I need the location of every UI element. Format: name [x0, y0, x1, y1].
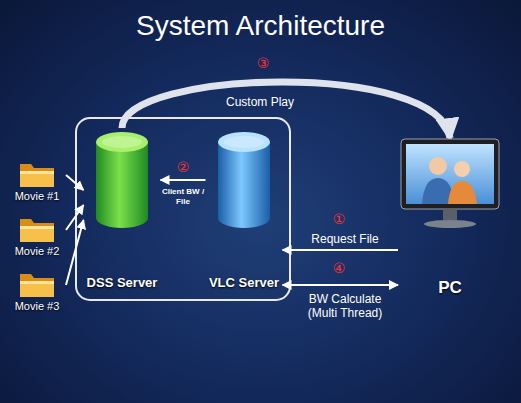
monitor-icon — [400, 138, 500, 230]
callout-number: ① — [328, 212, 350, 226]
callout-number: ② — [172, 160, 194, 174]
cylinder-top — [96, 132, 148, 152]
flow-arrow — [283, 249, 399, 251]
folder-icon — [19, 270, 55, 298]
flow-arrow — [66, 220, 84, 285]
node-label: Movie #1 — [15, 190, 60, 202]
node-label: Movie #3 — [15, 300, 60, 312]
movie-folder: Movie #3 — [8, 270, 66, 312]
node-label: DSS Server — [87, 275, 158, 290]
monitor-base — [424, 220, 476, 228]
person-body — [448, 181, 477, 204]
folder-icon — [19, 160, 55, 188]
cylinder-body — [218, 142, 270, 228]
monitor-screen — [406, 144, 494, 204]
flow-arrow — [283, 284, 399, 286]
flow-arrow — [66, 175, 84, 190]
callout-number: ④ — [328, 261, 350, 275]
folder-front — [20, 171, 54, 187]
cylinder-shine — [224, 136, 264, 148]
movie-folder: Movie #2 — [8, 215, 66, 257]
edge-label: Request File — [298, 232, 392, 246]
node-label: PC — [438, 278, 462, 298]
folder-back — [20, 164, 54, 187]
folder-front — [20, 281, 54, 297]
pc-client: PC — [398, 138, 502, 298]
flow-arrow — [161, 179, 206, 181]
edge-label: Custom Play — [210, 95, 310, 109]
dss-server: DSS Server — [84, 128, 161, 290]
server-group-outline — [76, 118, 290, 300]
cylinder-body — [96, 142, 148, 228]
node-label: Movie #2 — [15, 245, 60, 257]
folder-shine — [20, 226, 54, 229]
person-head — [454, 161, 470, 177]
folder-back — [20, 219, 54, 242]
vlc-server: VLC Server — [206, 128, 283, 290]
cylinder-shine — [102, 136, 142, 148]
person-head — [429, 157, 447, 175]
server-cylinder — [93, 128, 151, 232]
callout-number: ③ — [252, 56, 274, 70]
folder-shine — [20, 171, 54, 174]
monitor-frame — [401, 139, 499, 209]
edge-label: Client BW / File — [157, 187, 209, 206]
edge-label: BW Calculate (Multi Thread) — [296, 292, 394, 321]
movie-folder: Movie #1 — [8, 160, 66, 202]
folder-back — [20, 274, 54, 297]
monitor-stand — [443, 209, 457, 220]
folder-shine — [20, 281, 54, 284]
server-cylinder — [215, 128, 273, 232]
curved-arrow — [122, 82, 450, 138]
node-label: VLC Server — [209, 275, 279, 290]
diagram-title: System Architecture — [0, 10, 521, 42]
cylinder-top — [218, 132, 270, 152]
folder-front — [20, 226, 54, 242]
folder-icon — [19, 215, 55, 243]
